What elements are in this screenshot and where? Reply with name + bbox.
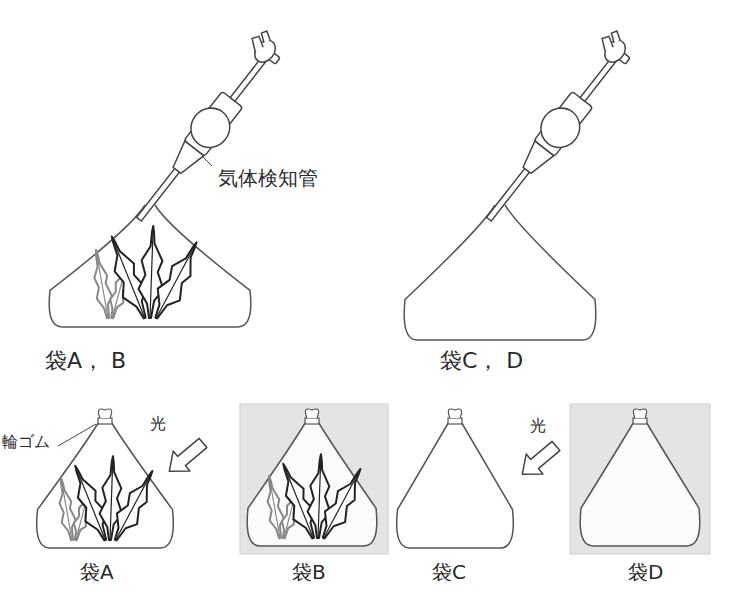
bag-knot [98, 409, 111, 418]
plastic-bag [404, 205, 596, 340]
gas-detector-tube [472, 27, 644, 231]
bag-knot [633, 409, 646, 418]
label-text: 袋B [292, 560, 326, 584]
gas-detector-tube [122, 27, 294, 231]
leaf [106, 466, 163, 546]
light-arrow [514, 436, 564, 484]
label-text: 輪ゴム [2, 432, 50, 451]
light-arrow [161, 433, 211, 481]
label-text: 光 [150, 414, 166, 433]
leaf [145, 236, 207, 323]
plastic-bag [397, 420, 514, 548]
plastic-bag [37, 420, 174, 548]
label-text: 袋A [80, 560, 114, 584]
label-text: 袋C， D [440, 348, 523, 374]
label-text: 袋D [628, 560, 663, 584]
rubber-band [98, 418, 112, 424]
rubber-band [305, 418, 319, 424]
bag-knot [448, 409, 461, 418]
label-text: 袋A， B [45, 348, 126, 374]
label-text: 気体検知管 [218, 166, 318, 190]
dark-box [570, 404, 710, 554]
leaf [314, 464, 371, 544]
dark-box [240, 404, 388, 554]
label-text: 光 [530, 416, 546, 435]
bag-knot [305, 409, 318, 418]
plastic-bag [247, 420, 377, 546]
label-text: 袋C [432, 560, 466, 584]
plastic-bag [49, 205, 251, 327]
rubber-band [633, 418, 647, 424]
rubber-band [448, 418, 462, 424]
plastic-bag [580, 420, 700, 546]
